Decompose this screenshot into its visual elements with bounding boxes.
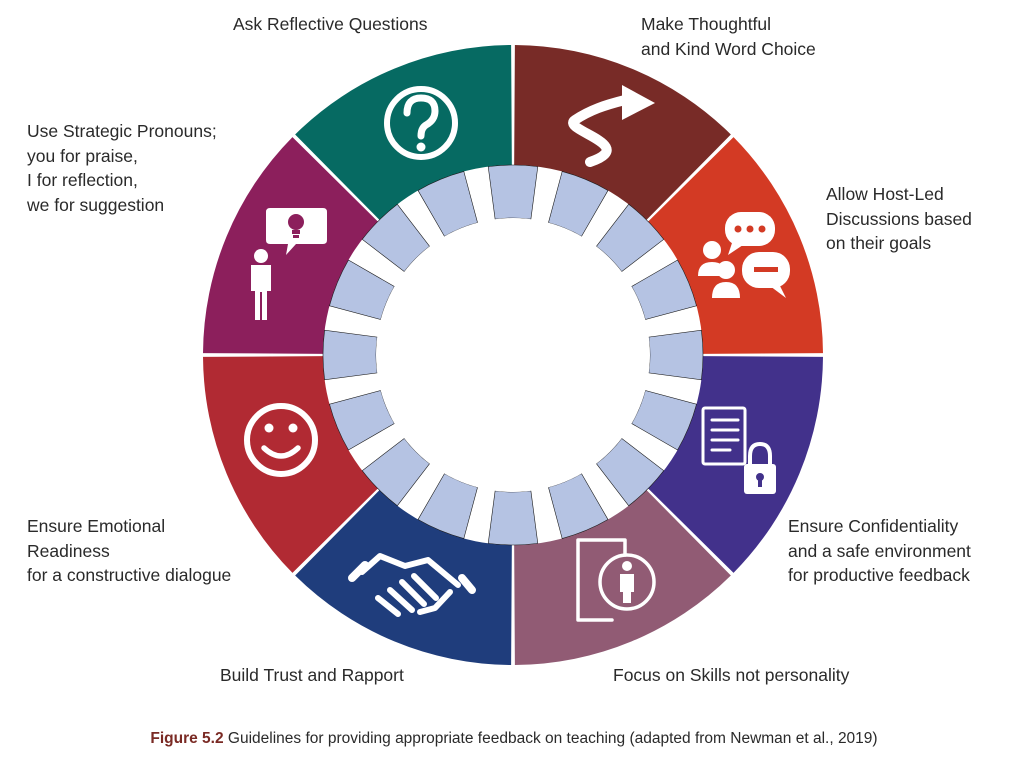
- person-door-icon: [576, 538, 656, 622]
- label-line: Ensure Confidentiality: [788, 516, 959, 536]
- label-line: Ensure Emotional: [27, 516, 166, 536]
- label-line: I for reflection,: [27, 170, 138, 190]
- label-confidentiality: Ensure Confidentiality and a safe environ…: [788, 514, 971, 588]
- person-lightbulb-icon: [251, 208, 327, 320]
- label-line: Readiness: [27, 540, 110, 561]
- label-line: Allow Host-Led: [826, 184, 944, 204]
- segment-emotional-readiness: [203, 356, 378, 573]
- segment-thoughtful-word-choice: [514, 45, 731, 220]
- label-line: Discussions based: [826, 208, 972, 229]
- question-icon: [384, 86, 458, 160]
- inner-ring-tab: [322, 329, 378, 381]
- label-line: Use Strategic Pronouns;: [27, 121, 217, 141]
- label-line: Focus on Skills not personality: [613, 665, 850, 685]
- label-line: for productive feedback: [788, 565, 970, 585]
- caption-text: Guidelines for providing appropriate fee…: [223, 730, 878, 747]
- label-focus-on-skills: Focus on Skills not personality: [613, 663, 849, 688]
- label-line: Ask Reflective Questions: [233, 14, 428, 34]
- discussion-icon: [698, 212, 790, 298]
- label-line: Make Thoughtful: [641, 14, 772, 34]
- inner-ring-tab: [487, 164, 539, 220]
- segment-ask-reflective-questions: [295, 45, 512, 220]
- label-line: and a safe environment: [788, 540, 971, 561]
- label-line: Build Trust and Rapport: [220, 665, 404, 685]
- handshake-icon: [348, 553, 476, 617]
- label-line: on their goals: [826, 233, 932, 253]
- label-thoughtful-word-choice: Make Thoughtful and Kind Word Choice: [641, 12, 816, 61]
- figure-caption: Figure 5.2 Guidelines for providing appr…: [0, 730, 1028, 748]
- label-line: and Kind Word Choice: [641, 38, 816, 59]
- smiley-icon: [244, 403, 318, 477]
- label-strategic-pronouns: Use Strategic Pronouns; you for praise, I …: [27, 119, 217, 217]
- label-line: for a constructive dialogue: [27, 565, 232, 585]
- inner-ring-tab: [648, 329, 704, 381]
- wheel-center: [376, 218, 650, 492]
- curved-arrow-icon: [568, 85, 655, 167]
- figure-number: Figure 5.2: [150, 730, 224, 747]
- inner-ring-tab: [487, 490, 539, 546]
- document-lock-icon: [701, 406, 776, 494]
- label-trust-and-rapport: Build Trust and Rapport: [220, 663, 404, 688]
- label-line: we for suggestion: [27, 194, 165, 215]
- label-ask-reflective-questions: Ask Reflective Questions: [233, 12, 428, 37]
- label-line: you for praise,: [27, 145, 138, 166]
- segment-trust-and-rapport: [295, 490, 512, 665]
